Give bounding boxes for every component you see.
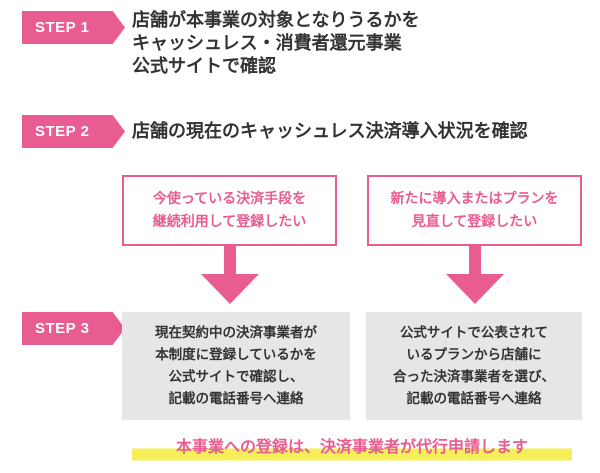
option-line: 見直して登録したい xyxy=(411,213,538,230)
step-1-tag: STEP 1 xyxy=(22,11,125,44)
arrow-down-icon xyxy=(446,246,504,304)
arrow-down-icon xyxy=(201,246,259,304)
action-line: 合った決済事業者を選び、 xyxy=(393,369,555,385)
option-line: 今使っている決済手段を xyxy=(152,190,307,207)
option-new-box: 新たに導入またはプランを 見直して登録したい xyxy=(367,175,582,246)
step-3-label: STEP 3 xyxy=(35,320,90,337)
step-2-label: STEP 2 xyxy=(35,123,90,140)
action-current-provider-box: 現在契約中の決済事業者が 本制度に登録しているかを 公式サイトで確認し、 記載の… xyxy=(122,312,350,420)
step-2-line: 店舗の現在のキャッシュレス決済導入状況を確認 xyxy=(132,121,528,142)
step-1-line: 公式サイトで確認 xyxy=(132,56,276,77)
action-line: 現在契約中の決済事業者が xyxy=(155,325,317,341)
action-line: 公式サイトで確認し、 xyxy=(168,369,304,385)
option-line: 継続利用して登録したい xyxy=(152,213,307,230)
step-2-tag: STEP 2 xyxy=(22,115,125,148)
step-1-label: STEP 1 xyxy=(35,19,90,36)
step-1-line: 店舗が本事業の対象となりうるかを xyxy=(132,10,420,31)
action-line: 本制度に登録しているかを xyxy=(155,347,317,363)
option-continue-box: 今使っている決済手段を 継続利用して登録したい xyxy=(122,175,337,246)
action-line: 記載の電話番号へ連絡 xyxy=(406,391,542,407)
step-3-tag: STEP 3 xyxy=(22,312,125,345)
action-new-provider-box: 公式サイトで公表されて いるプランから店舗に 合った決済事業者を選び、 記載の電… xyxy=(366,312,582,420)
action-line: いるプランから店舗に xyxy=(406,347,542,363)
step-1-line: キャッシュレス・消費者還元事業 xyxy=(132,33,402,54)
action-line: 公式サイトで公表されて xyxy=(399,325,549,341)
option-line: 新たに導入またはプランを xyxy=(390,190,559,207)
registration-note: 本事業への登録は、決済事業者が代行申請します xyxy=(132,432,572,462)
step-2-text: 店舗の現在のキャッシュレス決済導入状況を確認 xyxy=(132,120,528,143)
action-line: 記載の電話番号へ連絡 xyxy=(168,391,304,407)
step-1-text: 店舗が本事業の対象となりうるかを キャッシュレス・消費者還元事業 公式サイトで確… xyxy=(132,9,419,78)
